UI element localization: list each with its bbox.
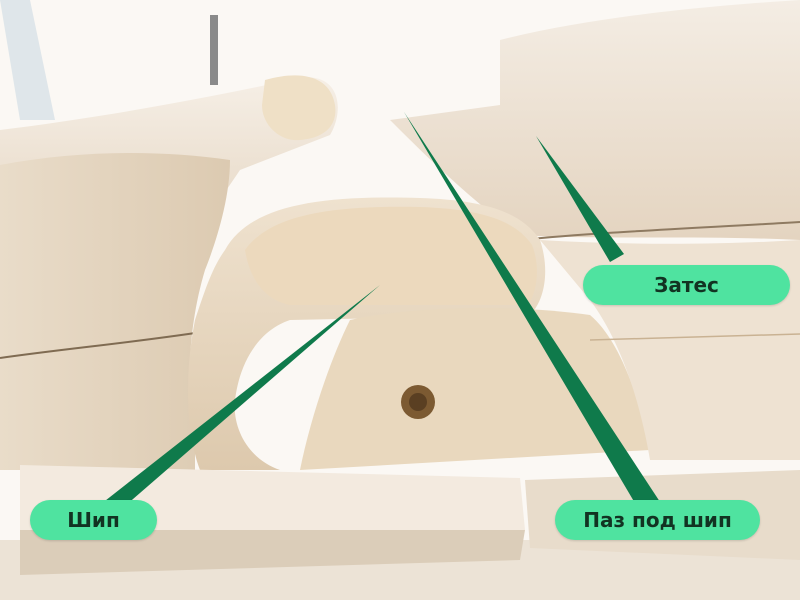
groove-block [300,308,650,470]
pointer-ship [96,285,380,512]
upper-left-log-end [262,75,336,141]
label-ship-text: Шип [67,508,120,532]
upper-right-log-crack [519,221,800,241]
label-paz-text: Паз под шип [583,508,732,532]
pointer-paz [404,112,664,515]
window-frame [210,15,218,85]
label-ship: Шип [30,500,157,540]
wood-knot-center [409,393,427,411]
right-lower-log-line [589,333,800,341]
label-zates: Затес [583,265,790,305]
tenon-top-face [245,206,537,305]
window-strip [0,0,55,120]
label-paz: Паз под шип [555,500,760,540]
pointer-zates [536,136,624,262]
left-body-log [0,153,230,470]
bottom-plank-shadow [20,530,525,575]
upper-right-log [390,0,800,240]
left-log-crack [0,329,216,359]
label-zates-text: Затес [654,273,719,297]
